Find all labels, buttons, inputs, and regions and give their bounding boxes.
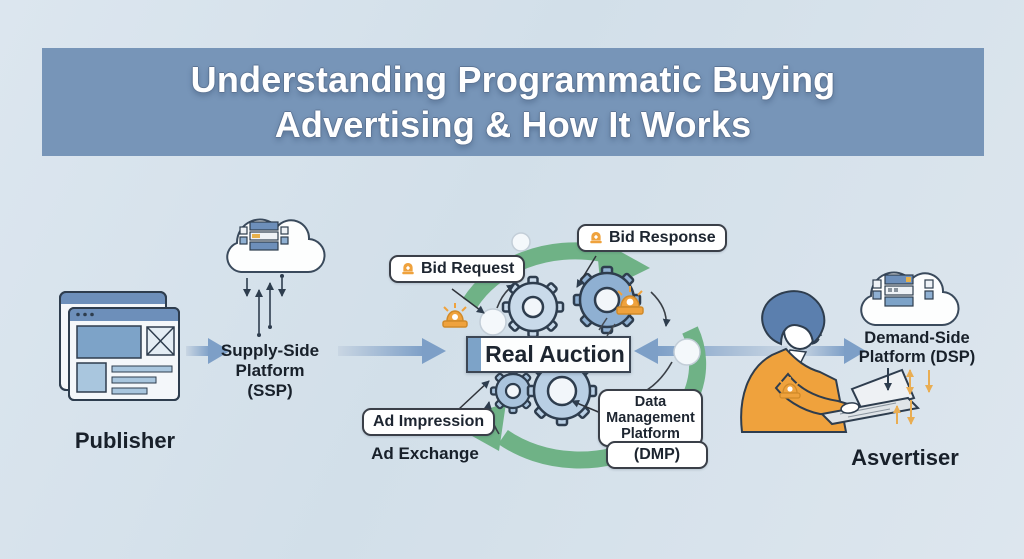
gear-icon — [501, 275, 565, 339]
siren-icon — [598, 286, 644, 337]
dmp-abbrev-callout: (DMP) — [606, 441, 708, 469]
ssp-label-line3: (SSP) — [247, 381, 293, 401]
siren-icon — [442, 303, 468, 328]
dmp-callout: Data Management Platform — [598, 389, 703, 447]
dsp-flow-arrows — [884, 368, 933, 425]
cycle-step-circles — [479, 232, 701, 366]
ad-impression-callout: Ad Impression — [362, 408, 496, 436]
real-auction-box: Real Auction — [466, 336, 631, 373]
dsp-label: Demand-Side Platform (DSP) — [849, 329, 985, 368]
dmp-label-line2: Management — [606, 410, 695, 426]
arrow-advertiser-to-dsp — [798, 338, 866, 364]
bell-icon — [402, 263, 414, 275]
title-line-1: Understanding Programmatic Buying — [190, 59, 836, 100]
title-banner: Understanding Programmatic Buying Advert… — [42, 48, 984, 156]
real-auction-label: Real Auction — [485, 341, 625, 367]
ad-exchange-label: Ad Exchange — [371, 444, 479, 463]
laptop-icon — [819, 368, 921, 426]
dmp-label-line1: Data — [634, 394, 667, 410]
dsp-label-line2: Platform (DSP) — [858, 348, 976, 367]
bid-response-label: Bid Response — [609, 229, 716, 246]
ssp-label: Supply-Side Platform (SSP) — [212, 341, 328, 401]
arrow-publisher-to-ssp — [186, 338, 230, 364]
siren-icon — [779, 377, 801, 399]
advertiser-label: Asvertiser — [851, 445, 959, 470]
ad-impression-label: Ad Impression — [373, 413, 485, 430]
browser-window-icon — [59, 291, 180, 401]
ssp-flow-arrows — [243, 274, 286, 337]
dsp-cloud-server-icon — [860, 271, 960, 327]
arrow-advertiser-to-auction — [634, 338, 788, 364]
ssp-cloud-server-icon — [226, 218, 326, 274]
bid-response-callout: Bid Response — [577, 224, 727, 252]
bell-icon — [590, 232, 602, 244]
dmp-label-line3: Platform — [621, 426, 680, 442]
ssp-label-line2: Platform — [235, 361, 305, 381]
arrow-ssp-to-auction — [338, 338, 446, 364]
publisher-label: Publisher — [74, 428, 176, 453]
bid-request-label: Bid Request — [421, 260, 515, 277]
ssp-label-line1: Supply-Side — [220, 341, 320, 360]
dmp-abbrev-label: (DMP) — [633, 446, 681, 463]
dsp-label-line1: Demand-Side — [864, 329, 970, 347]
auction-accent-bar — [468, 338, 481, 371]
title-line-2: Advertising & How It Works — [274, 104, 752, 145]
bid-request-callout: Bid Request — [389, 255, 526, 283]
